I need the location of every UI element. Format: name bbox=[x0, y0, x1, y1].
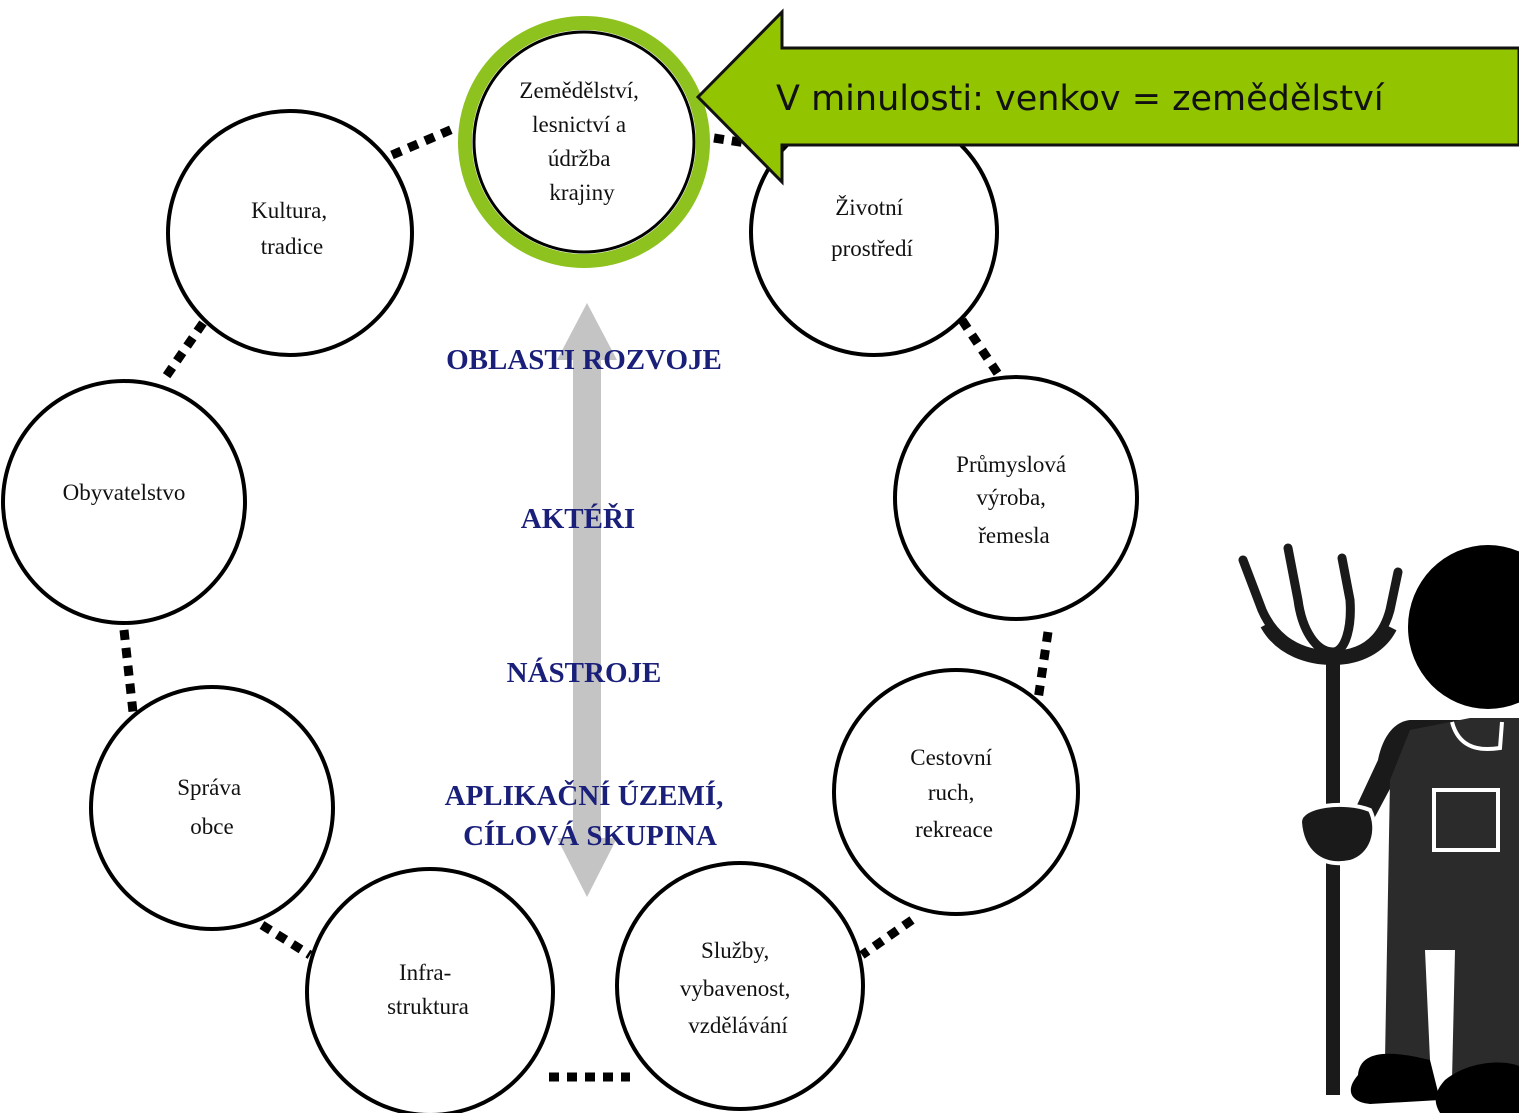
circle-prumyslova-vyroba: Průmyslová výroba, řemesla bbox=[893, 375, 1139, 621]
circle-sluzby: Služby, vybavenost, vzdělávání bbox=[615, 861, 865, 1111]
circle-zemedelstvi-line: údržba bbox=[548, 146, 611, 171]
circle-infra-line: struktura bbox=[387, 994, 469, 1019]
circle-prumyslova-line: výroba, bbox=[976, 485, 1046, 510]
vertical-double-arrow bbox=[557, 303, 617, 897]
circle-sluzby-line: vzdělávání bbox=[688, 1013, 788, 1038]
circle-prumyslova-line: řemesla bbox=[978, 523, 1050, 548]
connector-infra-sprava bbox=[259, 921, 313, 959]
circle-prumyslova-line: Průmyslová bbox=[956, 452, 1066, 477]
svg-text:Cestovní ruch, rek: Cestovní ruch, rekreace bbox=[910, 745, 998, 842]
circle-sprava-line: Správa bbox=[177, 775, 241, 800]
circle-infrastruktura: Infra- struktura bbox=[305, 867, 555, 1117]
circle-sprava-line: obce bbox=[190, 814, 233, 839]
label-nastroje: NÁSTROJE bbox=[507, 656, 662, 689]
connector-zivotni-prumyslova bbox=[958, 317, 1006, 383]
svg-text:Zemědělství, lesnictví a: Zemědělství, lesnictví a údržba krajiny bbox=[519, 78, 644, 205]
svg-text:Průmyslová výroba,: Průmyslová výroba, řemesla bbox=[956, 452, 1072, 548]
circle-sprava-obce: Správa obce bbox=[89, 685, 335, 931]
svg-text:Infra- struktura: Infra- struktura bbox=[387, 960, 469, 1019]
circle-cestovni-ruch: Cestovní ruch, rekreace bbox=[832, 668, 1080, 916]
circle-zemedelstvi-line: krajiny bbox=[549, 180, 615, 205]
circle-zemedelstvi-line: lesnictví a bbox=[532, 112, 626, 137]
circle-zemedelstvi-line: Zemědělství, bbox=[519, 78, 638, 103]
callout-text: V minulosti: venkov = zemědělství bbox=[776, 79, 1385, 119]
circle-zemedelstvi: Zemědělství, lesnictví a údržba krajiny bbox=[458, 16, 710, 268]
label-oblasti-rozvoje: OBLASTI ROZVOJE bbox=[446, 344, 722, 376]
circle-zivotni-line: prostředí bbox=[831, 236, 913, 261]
connector-kultura-zemedelstvi bbox=[390, 123, 457, 160]
circle-kultura-line: Kultura, bbox=[251, 198, 327, 223]
circle-cestovni-line: rekreace bbox=[915, 817, 993, 842]
label-aplikacni-uzemi: APLIKAČNÍ ÚZEMÍ, bbox=[445, 779, 724, 812]
connector-obyvatelstvo-kultura bbox=[161, 320, 207, 381]
label-cilova-skupina: CÍLOVÁ SKUPINA bbox=[463, 819, 717, 852]
circle-cestovni-line: Cestovní bbox=[910, 745, 992, 770]
label-akteri: AKTÉŘI bbox=[521, 502, 635, 535]
callout-arrow: V minulosti: venkov = zemědělství bbox=[695, 8, 1519, 186]
circle-zivotni-line: Životní bbox=[835, 195, 903, 220]
connector-cestovni-sluzby bbox=[859, 916, 915, 959]
connector-prumyslova-cestovni bbox=[1033, 631, 1053, 701]
circle-kultura: Kultura, tradice bbox=[166, 109, 414, 357]
svg-text:Obyvatelstvo: Obyvatelstvo bbox=[63, 480, 186, 505]
svg-text:Služby, vybavenost,: Služby, vybavenost, vzdělávání bbox=[680, 938, 796, 1038]
circle-zemedelstvi-outline bbox=[472, 30, 696, 254]
svg-text:Správa obce: Správa obce bbox=[177, 775, 247, 839]
circle-obyvatelstvo: Obyvatelstvo bbox=[1, 379, 247, 625]
circle-zemedelstvi-highlight-ring bbox=[458, 16, 710, 268]
circle-sluzby-line: vybavenost, bbox=[680, 976, 791, 1001]
circle-obyvatelstvo-line: Obyvatelstvo bbox=[63, 480, 186, 505]
circle-zivotni-prostredi: Životní prostředí bbox=[749, 107, 999, 357]
svg-text:Životní prostředí: Životní prostředí bbox=[831, 195, 913, 261]
circle-kultura-line: tradice bbox=[261, 234, 324, 259]
circle-infra-line: Infra- bbox=[399, 960, 451, 985]
circle-cestovni-line: ruch, bbox=[928, 780, 975, 805]
svg-text:Kultura, tradice: Kultura, tradice bbox=[251, 198, 333, 259]
circle-sluzby-line: Služby, bbox=[701, 938, 769, 963]
connector-sprava-obyvatelstvo bbox=[119, 629, 138, 713]
farmer-with-pitchfork-icon bbox=[1238, 543, 1519, 1113]
